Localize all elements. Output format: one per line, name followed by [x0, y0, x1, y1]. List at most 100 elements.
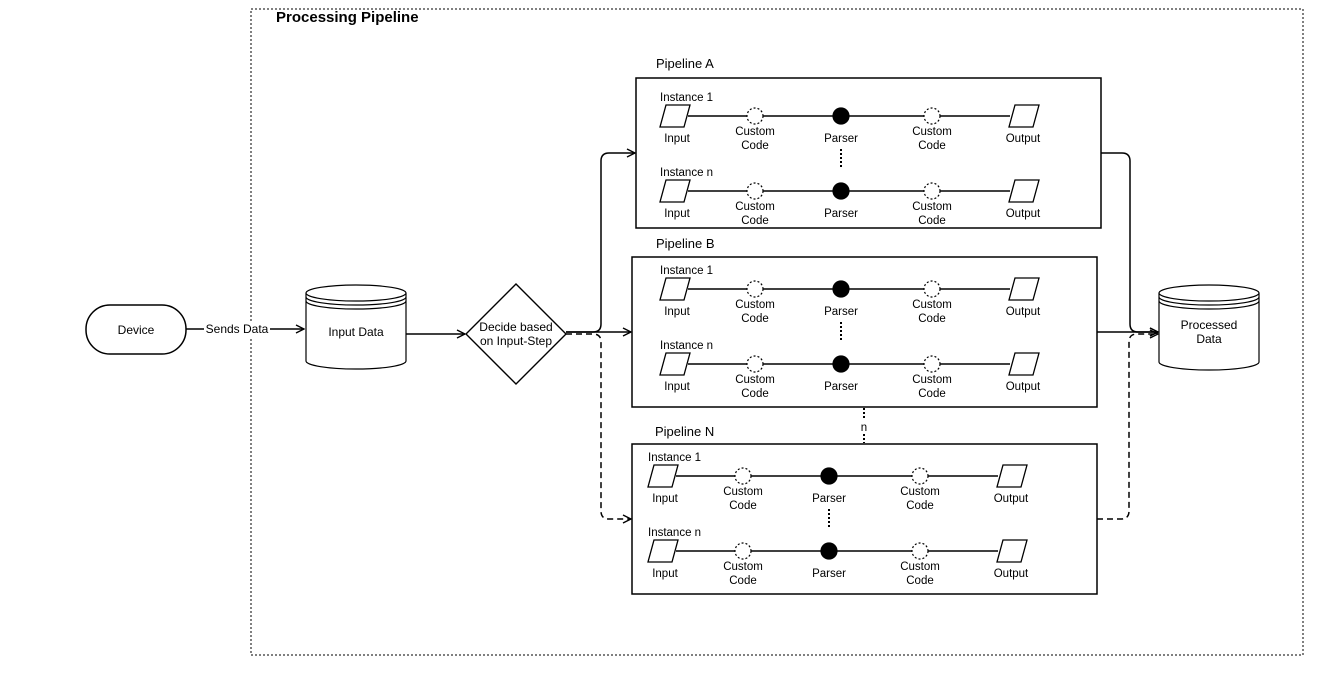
input-step-shape[interactable]: [647, 464, 679, 488]
custom-code-step-shape[interactable]: [923, 182, 941, 200]
output-step-label: Output: [1006, 208, 1041, 220]
instance-label: Instance 1: [648, 452, 701, 464]
parser-step-shape[interactable]: [820, 467, 838, 485]
edge-from-pipeline-n: [1097, 334, 1158, 520]
pipeline-title: Pipeline N: [655, 424, 714, 439]
edge-to-pipeline-n: [566, 333, 631, 519]
instance-label: Instance n: [660, 167, 713, 179]
custom-code-label-line1: Custom: [735, 374, 775, 386]
parser-step-shape[interactable]: [832, 280, 850, 298]
custom-code-label-line2: Code: [918, 215, 946, 227]
custom-code-step-shape[interactable]: [923, 355, 941, 373]
input-step-label: Input: [664, 208, 690, 220]
custom-code-step-shape[interactable]: [923, 107, 941, 125]
custom-code-label-line1: Custom: [735, 201, 775, 213]
parser-step-label: Parser: [824, 381, 858, 393]
pipeline-n-ellipsis: n: [861, 408, 867, 443]
custom-code-step-shape[interactable]: [746, 355, 764, 373]
processed-data-store[interactable]: Processed Data: [1158, 284, 1260, 371]
custom-code-label-line2: Code: [918, 388, 946, 400]
custom-code-label-line2: Code: [729, 500, 757, 512]
decision-node[interactable]: Decide based on Input-Step: [465, 283, 567, 385]
input-step-label: Input: [652, 568, 678, 580]
pipeline-box[interactable]: [635, 77, 1102, 229]
custom-code-label-line2: Code: [741, 140, 769, 152]
custom-code-label-line1: Custom: [735, 299, 775, 311]
parser-step-shape[interactable]: [820, 542, 838, 560]
output-step-label: Output: [1006, 306, 1041, 318]
custom-code-label-line2: Code: [906, 500, 934, 512]
parser-step-label: Parser: [812, 493, 846, 505]
parser-step-shape[interactable]: [832, 355, 850, 373]
parser-step-label: Parser: [824, 133, 858, 145]
output-step-shape[interactable]: [996, 464, 1028, 488]
input-data-label: Input Data: [328, 325, 384, 339]
custom-code-step-shape[interactable]: [746, 107, 764, 125]
custom-code-label-line1: Custom: [735, 126, 775, 138]
pipeline-n-count-label: n: [861, 422, 867, 434]
decision-label-line1: Decide based: [479, 320, 552, 334]
custom-code-step-shape[interactable]: [923, 280, 941, 298]
custom-code-step-shape[interactable]: [911, 542, 929, 560]
decision-label-line2: on Input-Step: [480, 334, 552, 348]
input-step-label: Input: [664, 381, 690, 393]
pipeline-instance: Instance 1InputCustomCodeParserCustomCod…: [659, 92, 1041, 152]
parser-step-shape[interactable]: [832, 107, 850, 125]
custom-code-step-shape[interactable]: [746, 182, 764, 200]
output-step-label: Output: [994, 568, 1029, 580]
input-data-store[interactable]: Input Data: [305, 284, 407, 370]
pipeline-instance: Instance nInputCustomCodeParserCustomCod…: [659, 167, 1041, 227]
custom-code-step-shape[interactable]: [746, 280, 764, 298]
custom-code-label-line2: Code: [906, 575, 934, 587]
input-step-label: Input: [664, 306, 690, 318]
input-step-shape[interactable]: [659, 277, 691, 301]
parser-step-label: Parser: [824, 306, 858, 318]
input-step-shape[interactable]: [659, 104, 691, 128]
edge-to-pipeline-a: [566, 153, 635, 333]
output-step-shape[interactable]: [1008, 277, 1040, 301]
custom-code-label-line1: Custom: [912, 299, 952, 311]
parser-step-label: Parser: [812, 568, 846, 580]
custom-code-label-line2: Code: [741, 388, 769, 400]
output-step-shape[interactable]: [1008, 104, 1040, 128]
custom-code-label-line2: Code: [918, 140, 946, 152]
custom-code-label-line2: Code: [741, 313, 769, 325]
instance-label: Instance 1: [660, 265, 713, 277]
pipeline-title: Pipeline B: [656, 236, 715, 251]
input-step-label: Input: [652, 493, 678, 505]
custom-code-step-shape[interactable]: [734, 467, 752, 485]
input-step-shape[interactable]: [659, 352, 691, 376]
pipeline-title: Pipeline A: [656, 56, 714, 71]
custom-code-label-line2: Code: [729, 575, 757, 587]
parser-step-label: Parser: [824, 208, 858, 220]
custom-code-label-line1: Custom: [912, 374, 952, 386]
input-step-shape[interactable]: [647, 539, 679, 563]
instance-label: Instance n: [660, 340, 713, 352]
pipeline-instance: Instance nInputCustomCodeParserCustomCod…: [647, 527, 1029, 587]
input-step-label: Input: [664, 133, 690, 145]
input-step-shape[interactable]: [659, 179, 691, 203]
custom-code-step-shape[interactable]: [734, 542, 752, 560]
container-title: Processing Pipeline: [276, 9, 419, 26]
output-step-shape[interactable]: [1008, 179, 1040, 203]
custom-code-label-line1: Custom: [900, 486, 940, 498]
device-node[interactable]: Device: [85, 304, 187, 355]
custom-code-step-shape[interactable]: [911, 467, 929, 485]
output-step-label: Output: [1006, 381, 1041, 393]
output-step-shape[interactable]: [1008, 352, 1040, 376]
custom-code-label-line1: Custom: [723, 561, 763, 573]
output-step-shape[interactable]: [996, 539, 1028, 563]
custom-code-label-line2: Code: [741, 215, 769, 227]
processed-data-label-line2: Data: [1196, 332, 1222, 346]
custom-code-label-line1: Custom: [723, 486, 763, 498]
parser-step-shape[interactable]: [832, 182, 850, 200]
custom-code-label-line2: Code: [918, 313, 946, 325]
output-step-label: Output: [994, 493, 1029, 505]
sends-data-label: Sends Data: [206, 322, 269, 336]
